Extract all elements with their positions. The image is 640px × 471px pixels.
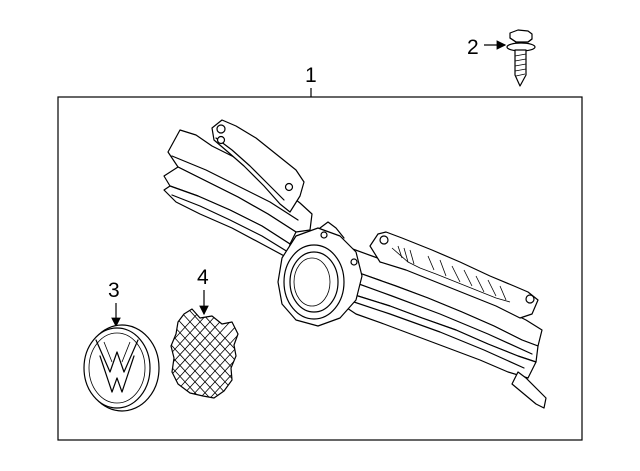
callout-3-label: 3 — [108, 279, 120, 302]
screw-icon — [506, 29, 536, 87]
assembly-frame — [57, 96, 583, 441]
callout-4-label: 4 — [197, 266, 209, 289]
emblem-icon — [83, 324, 160, 412]
grille-assembly-icon — [163, 119, 547, 409]
callout-2-label: 2 — [467, 36, 479, 59]
callout-1-label: 1 — [305, 64, 317, 87]
